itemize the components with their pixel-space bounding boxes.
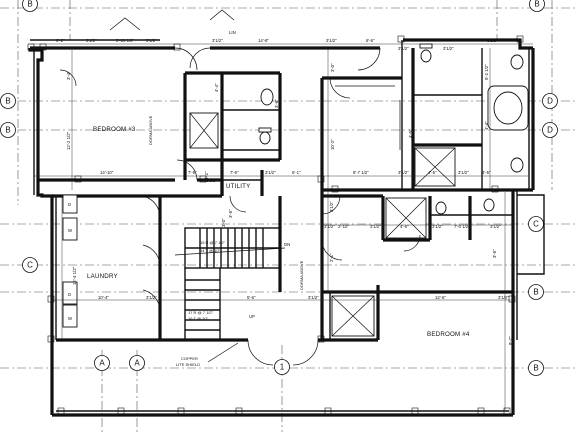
- dim-text: 3'-0": [221, 218, 226, 227]
- stair-down-label: DN: [284, 242, 290, 247]
- dormer-label-left: DORMA ABOVE: [148, 115, 153, 145]
- grid-bubble-label: A: [134, 359, 140, 368]
- grid-bubble-label: C: [533, 220, 539, 229]
- copper-note-line-1: COPPER: [181, 356, 198, 361]
- dim-text: 3'1/2": [146, 295, 157, 300]
- dim-text: 5'-10 1/2": [116, 38, 135, 43]
- dim-text: 8'-7 1/2": [353, 170, 369, 175]
- dim-text: 4'-4": [214, 83, 219, 92]
- room-label-laundry: LAUNDRY: [87, 273, 118, 280]
- dims-mid-row: 14'-10" 7'-5" 3'1/2" 7'-6" 3'1/2" 6'-1" …: [100, 170, 491, 183]
- dim-text: 7'-6": [230, 170, 239, 175]
- grid-bubble-label: D: [547, 97, 553, 106]
- dim-text: 8'-7": [508, 336, 513, 345]
- dim-text: 2'-1": [329, 253, 334, 262]
- door-swings: [59, 9, 421, 366]
- dim-text: 6'-6": [366, 38, 375, 43]
- dim-text: 3'1/2": [265, 170, 276, 175]
- dim-text: 3'1/2": [308, 295, 319, 300]
- stair-labels: 15 R @ 7 1/2" 14 T @ 10" 17 R @ 7 1/2" 1…: [188, 240, 226, 321]
- room-label-utility: UTILITY: [226, 183, 250, 190]
- dryer-label: D: [68, 292, 71, 297]
- dim-text: 3'1/2": [206, 178, 217, 183]
- grid-bubble-label: B: [533, 364, 538, 373]
- dim-text: 6'-2": [56, 38, 65, 43]
- dim-text: 3'1/2": [498, 295, 509, 300]
- dim-text: 14'-10": [100, 170, 114, 175]
- dim-text: 3'-6": [228, 209, 233, 218]
- dim-text: 3'1/2": [458, 170, 469, 175]
- fixtures: [62, 43, 529, 337]
- dormer-label-right: DORMA ABOVE: [299, 260, 304, 290]
- dim-text: 3'1/2": [324, 224, 335, 229]
- grid-bubble-label: B: [5, 126, 10, 135]
- washer-label-lower: W: [68, 316, 73, 321]
- dim-text: 14'-8": [258, 38, 269, 43]
- stair-label: 14 T @ 10": [200, 248, 221, 253]
- grid-bubble-label: B: [5, 97, 10, 106]
- grid-bubble-label: 1: [280, 363, 285, 372]
- dim-text: 5'-6": [247, 295, 256, 300]
- room-label-bedroom-4: BEDROOM #4: [427, 331, 470, 338]
- dim-text: 3'1/2": [370, 224, 381, 229]
- dim-text: 7'-5": [188, 170, 197, 175]
- dim-text: 3'1/2": [487, 38, 498, 43]
- interior-walls: [38, 40, 533, 342]
- dim-text: 3'-2": [204, 171, 209, 180]
- dim-text: 4'-5": [408, 129, 413, 138]
- dim-text: 12'-6": [435, 295, 446, 300]
- dim-text: 4'-4": [484, 121, 489, 130]
- dim-text: 6'-1": [292, 170, 301, 175]
- grid-bubble-label: A: [99, 359, 105, 368]
- dim-text: 4'-5": [428, 170, 437, 175]
- dim-text: 3'1/2": [398, 170, 409, 175]
- dim-text: 4'-5": [482, 170, 491, 175]
- linen-label: LIN: [229, 30, 236, 35]
- dim-text: 3'1/2": [146, 38, 157, 43]
- grid-bubble-label: D: [547, 126, 553, 135]
- grid-bubble-label: B: [534, 0, 539, 9]
- dim-text: 3'1/2": [490, 224, 501, 229]
- dim-text: 3'1/2": [398, 46, 409, 51]
- dims-top-row: 6'-2" 3'1/2" 5'-10 1/2" 3'1/2" 3'1/2" 14…: [56, 38, 498, 51]
- dimension-lines: [30, 43, 533, 410]
- room-label-bedroom-3: BEDROOM #3: [93, 126, 136, 133]
- dims-vertical: 12'-2 1/2" 12'-4 1/2" 3'-2" 3'-0" 3'-4" …: [66, 63, 513, 345]
- dim-text: 5'-2 1/2": [484, 64, 489, 80]
- grid-bubbles: B B B C B D D C B B A A 1: [0, 0, 558, 376]
- grid-bubble-label: B: [27, 0, 32, 9]
- dryer-label-upper: D: [68, 202, 71, 207]
- dim-text: 3'1/2": [86, 38, 97, 43]
- dim-text: 10'-4": [98, 295, 109, 300]
- copper-note-line-2: LITE SHIELD: [176, 362, 200, 367]
- dim-text: 3'-0": [330, 63, 335, 72]
- stair-label: 15 R @ 7 1/2": [200, 240, 226, 245]
- dim-text: 3'1/2": [329, 201, 334, 212]
- dims-lower-row: 10'-4" 3'1/2" 5'-6" 3'1/2" 12'-6" 3'1/2": [98, 295, 509, 300]
- grid-bubble-label: C: [27, 261, 33, 270]
- grid-bubble-label: B: [533, 288, 538, 297]
- room-labels: BEDROOM #3 BEDROOM #4 LAUNDRY UTILITY UP…: [68, 30, 470, 367]
- dim-text: 3'-6": [274, 99, 279, 108]
- stair-label: 17 R @ 7 1/2": [188, 310, 214, 315]
- dim-text: 3'1/2": [212, 38, 223, 43]
- washer-label: W: [68, 228, 73, 233]
- dims-right-row: 3'1/2" 2'-10" 3'1/2" 4'-6" 3'1/2" 7'-0 1…: [324, 224, 501, 229]
- stair-label: 16 T @ 10": [188, 316, 209, 321]
- dim-text: 4'-6": [400, 224, 409, 229]
- dim-text: 12'-4 1/2": [72, 266, 77, 285]
- dim-text: 2'-10": [338, 224, 349, 229]
- dim-text: 12'-2 1/2": [66, 131, 71, 150]
- dim-text: 3'-4": [66, 71, 71, 80]
- dim-text: 10'-2": [330, 139, 335, 150]
- stair-up-label: UP: [249, 314, 255, 319]
- dim-text: 3'1/2": [326, 38, 337, 43]
- dim-text: 3'1/2": [443, 46, 454, 51]
- dim-text: 3'-6": [492, 249, 497, 258]
- dim-text: 7'-0 1/2": [454, 224, 470, 229]
- dim-text: 3'1/2": [432, 224, 443, 229]
